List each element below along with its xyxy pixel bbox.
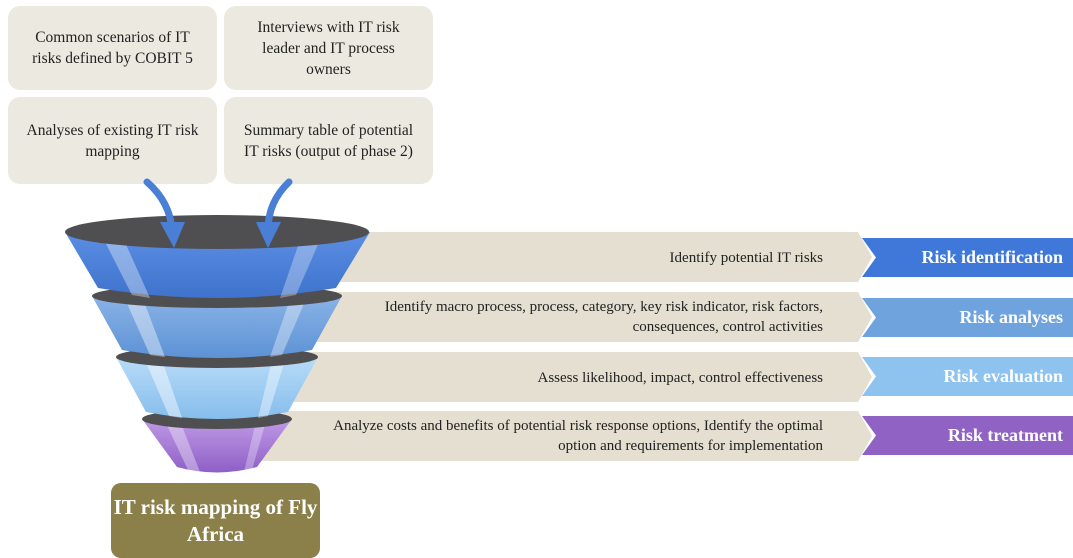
stage-tab-evaluation bbox=[862, 357, 1073, 396]
stage-label-identification: Risk identification bbox=[921, 247, 1063, 267]
stage-label-evaluation: Risk evaluation bbox=[943, 366, 1063, 386]
stage-band-treatment bbox=[258, 411, 872, 461]
stage-label-treatment: Risk treatment bbox=[947, 425, 1063, 445]
result-text: IT risk mapping of Fly Africa bbox=[113, 494, 318, 546]
input-arrow-right bbox=[256, 178, 293, 248]
step-description-evaluation: Assess likelihood, impact, control effec… bbox=[537, 370, 824, 386]
input-text: Common scenarios of IT risks defined by … bbox=[32, 29, 193, 67]
stage-label-analyses: Risk analyses bbox=[959, 307, 1063, 327]
input-text: Summary table of potential IT risks (out… bbox=[243, 121, 414, 160]
stage-tab-analyses bbox=[862, 298, 1073, 337]
step-description-treatment: Analyze costs and benefits of potential … bbox=[333, 418, 823, 454]
stage-band-identification bbox=[258, 232, 872, 282]
stage-band-analyses bbox=[258, 292, 872, 342]
stage-tab-treatment bbox=[862, 416, 1073, 455]
stage-tab-identification bbox=[862, 238, 1073, 277]
input-box-cobit: Common scenarios of IT risks defined by … bbox=[8, 6, 217, 90]
input-text: Analyses of existing IT risk mapping bbox=[26, 121, 199, 160]
input-text: Interviews with IT risk leader and IT pr… bbox=[257, 18, 400, 78]
input-box-interviews: Interviews with IT risk leader and IT pr… bbox=[224, 6, 433, 90]
input-box-existing-mapping: Analyses of existing IT risk mapping bbox=[8, 97, 217, 184]
input-arrow-left bbox=[143, 178, 185, 248]
step-description-analyses: Identify macro process, process, categor… bbox=[384, 299, 823, 335]
stage-band-evaluation bbox=[258, 352, 872, 402]
step-description-identification: Identify potential IT risks bbox=[669, 250, 823, 266]
funnel-segment-identification bbox=[65, 215, 370, 298]
input-box-summary-table: Summary table of potential IT risks (out… bbox=[224, 97, 433, 184]
result-box: IT risk mapping of Fly Africa bbox=[111, 483, 320, 558]
